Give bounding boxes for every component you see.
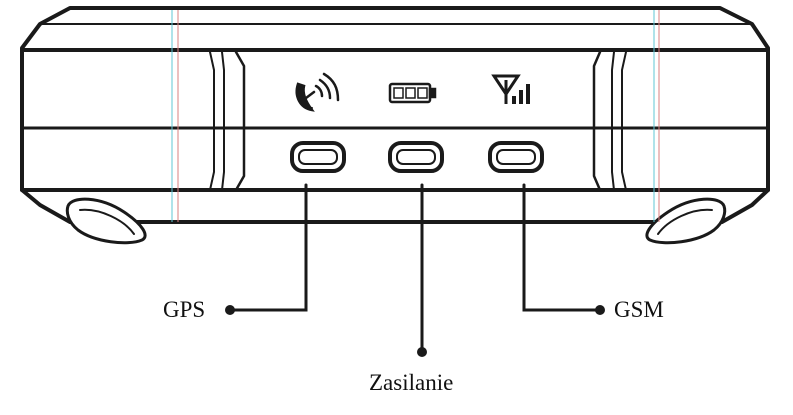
signal-antenna-icon — [491, 74, 530, 104]
gps-callout-line — [228, 183, 308, 312]
right-groove-1 — [592, 50, 602, 192]
gsm-callout-line — [522, 183, 602, 312]
power-led-window-inner — [396, 149, 436, 165]
gsm-callout-dot — [595, 305, 605, 315]
right-groove-3 — [621, 51, 627, 191]
gps-label: GPS — [163, 297, 206, 322]
gps-callout-dot — [225, 305, 235, 315]
satellite-dish-icon — [295, 72, 340, 112]
gps-led-window-inner — [298, 149, 338, 165]
right-strap-inner — [657, 208, 713, 235]
gsm-led-window-inner — [496, 149, 536, 165]
right-groove-2 — [611, 51, 615, 191]
gsm-label: GSM — [614, 297, 664, 322]
battery-icon — [388, 82, 437, 104]
power-callout-dot — [417, 347, 427, 357]
left-groove-2 — [221, 51, 225, 191]
left-groove-3 — [234, 50, 246, 192]
power-label: Zasilanie — [369, 370, 454, 395]
left-groove-1 — [209, 51, 215, 191]
left-strap-inner — [79, 208, 135, 235]
